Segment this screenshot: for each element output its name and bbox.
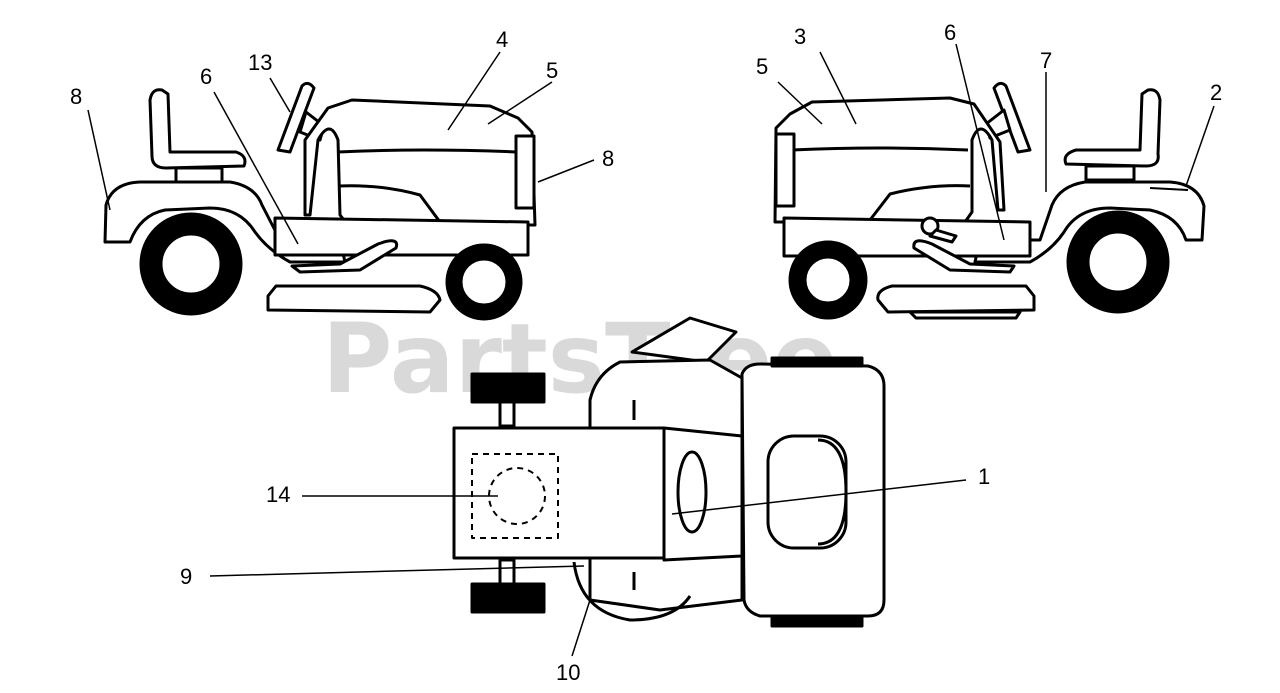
callout-6-left: 6 [200, 64, 212, 89]
top-dash [676, 450, 708, 534]
right-seat [1063, 88, 1162, 168]
left-side-view-tractor [103, 81, 537, 321]
callout-5-right: 5 [756, 54, 768, 79]
right-mower-deck [876, 284, 1036, 314]
top-front-tire-lower [770, 616, 864, 628]
left-rear-hub [159, 232, 223, 296]
top-axle-lower [498, 558, 516, 586]
left-hood-line [337, 148, 519, 154]
right-grille [774, 132, 796, 208]
right-side-view-tractor [773, 81, 1206, 320]
top-steering-wheel [630, 316, 738, 364]
callout-10-top: 10 [556, 660, 580, 685]
callout-5-left: 5 [546, 58, 558, 83]
callout-6-right: 6 [944, 20, 956, 45]
right-rear-hub [1086, 230, 1150, 294]
callout-9-top: 9 [180, 564, 192, 589]
callout-14-top: 14 [266, 482, 290, 507]
callout-13-left: 13 [248, 50, 272, 75]
left-leader-lines [87, 51, 595, 245]
right-seat-base [1084, 164, 1136, 182]
top-deck-edge [572, 561, 692, 622]
right-leader-lines [777, 43, 1215, 241]
left-grille [514, 134, 536, 210]
left-mower-deck [266, 284, 442, 314]
left-footrest [290, 239, 399, 274]
left-engine-hood [303, 98, 537, 227]
top-grille [766, 434, 848, 550]
top-rear-tire-upper [470, 372, 546, 404]
left-front-hub [459, 257, 509, 307]
right-engine-hood [773, 96, 1006, 224]
top-rear-tire-lower [470, 582, 546, 614]
right-footrest [912, 239, 1016, 274]
left-hood-line-lower [337, 184, 442, 223]
top-decal-circle [488, 467, 546, 525]
callout-8-left-front: 8 [602, 146, 614, 171]
top-front-tire-upper [770, 356, 864, 368]
left-seat [148, 88, 247, 170]
right-front-hub [803, 255, 853, 305]
callout-8-left-rear: 8 [70, 84, 82, 109]
callout-2-right: 2 [1210, 80, 1222, 105]
top-view-tractor [452, 316, 886, 628]
callout-4-left: 4 [496, 27, 508, 52]
top-leader-lines [209, 479, 967, 657]
callout-1-top: 1 [978, 464, 990, 489]
right-steering-wheel [992, 81, 1032, 154]
left-chassis [273, 216, 530, 257]
left-steering-wheel [276, 81, 316, 154]
left-seat-base [174, 166, 224, 184]
top-axle-upper [498, 400, 516, 428]
callout-3-right: 3 [794, 24, 806, 49]
callout-7-right: 7 [1040, 48, 1052, 73]
right-rear-fender [973, 180, 1206, 264]
